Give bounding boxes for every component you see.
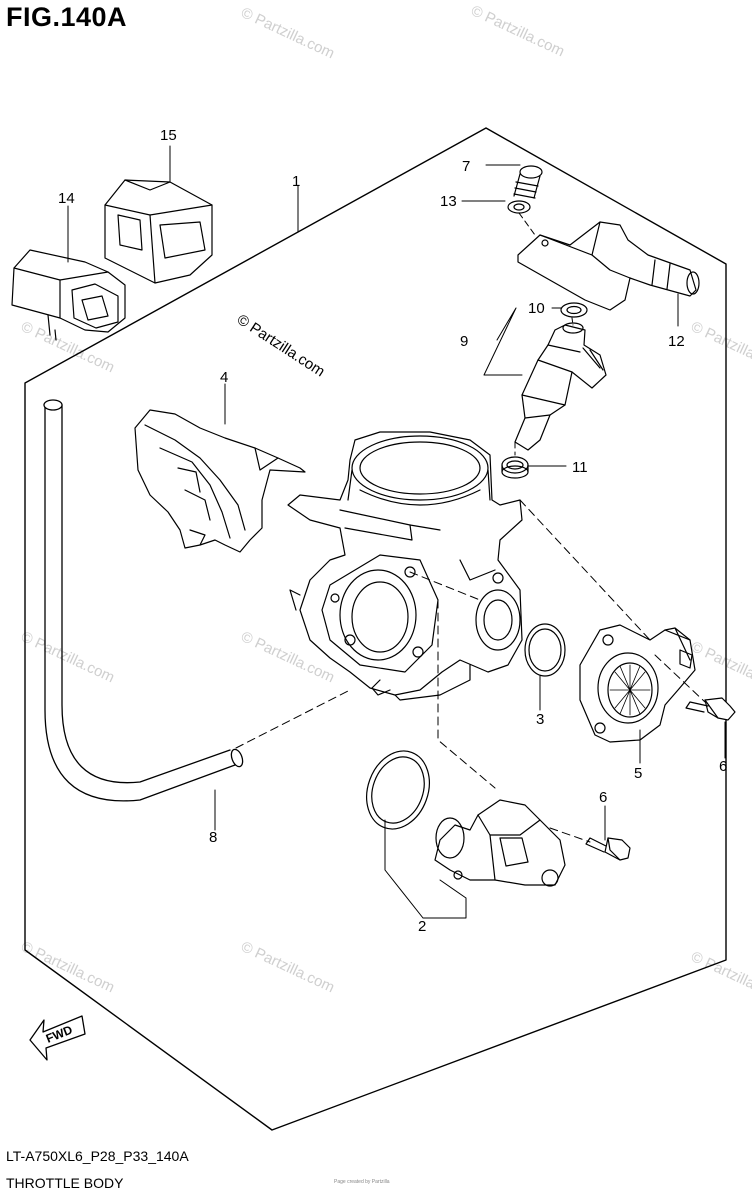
part-3-o-ring (524, 623, 566, 677)
part-6-bolt-lower (585, 837, 631, 861)
fwd-arrow-icon (29, 1015, 86, 1061)
part-14-connector (11, 249, 126, 341)
callout-3: 3 (536, 711, 544, 728)
part-12-fuel-pipe (517, 221, 700, 311)
watermark-diagonal: © Partzilla.com (234, 311, 328, 380)
part-5-tp-sensor (579, 624, 696, 743)
callout-1: 1 (292, 173, 300, 190)
callout-6-upper: 6 (719, 758, 727, 775)
part-15-connector-cover (104, 179, 213, 284)
watermark-text: © Partzilla.com (688, 638, 752, 696)
part-10-o-ring (560, 302, 588, 318)
part-2-isc-valve (366, 750, 566, 887)
part-6-bolt-upper (685, 697, 736, 721)
watermark-text: © Partzilla.com (688, 948, 752, 1006)
figure-title: FIG.140A (6, 2, 128, 32)
watermark-text: © Partzilla.com (238, 938, 337, 996)
part-13-washer (507, 200, 531, 214)
callout-8: 8 (209, 829, 217, 846)
part-4-bracket (134, 409, 306, 553)
callout-13: 13 (440, 193, 457, 210)
leader-lines (67, 145, 726, 919)
callout-15: 15 (160, 127, 177, 144)
watermark-text: © Partzilla.com (18, 628, 117, 686)
callout-5: 5 (634, 765, 642, 782)
figure-name: THROTTLE BODY (6, 1175, 124, 1191)
copyright-note: Page created by Partzilla (334, 1179, 390, 1185)
callout-4: 4 (220, 369, 228, 386)
assembly-frame (24, 127, 727, 1131)
callout-11: 11 (572, 459, 588, 476)
part-9-fuel-injector (514, 322, 607, 451)
callout-9: 9 (460, 333, 468, 350)
callout-14: 14 (58, 190, 75, 207)
callout-7: 7 (462, 158, 470, 175)
callout-12: 12 (668, 333, 685, 350)
callout-2: 2 (418, 918, 426, 935)
part-7-screw (513, 165, 543, 199)
watermark-text: © Partzilla.com (238, 4, 337, 62)
part-11-o-ring (501, 456, 529, 479)
watermark-text: © Partzilla.com (18, 938, 117, 996)
watermark-text: © Partzilla.com (688, 318, 752, 376)
watermark-text: © Partzilla.com (468, 2, 567, 60)
callout-labels: 1 2 3 4 5 6 6 7 8 9 10 11 12 13 14 15 (58, 127, 727, 935)
part-8-hose (43, 399, 244, 802)
throttle-body (287, 431, 523, 701)
callout-10: 10 (528, 300, 545, 317)
callout-6-lower: 6 (599, 789, 607, 806)
figure-code: LT-A750XL6_P28_P33_140A (6, 1148, 189, 1164)
